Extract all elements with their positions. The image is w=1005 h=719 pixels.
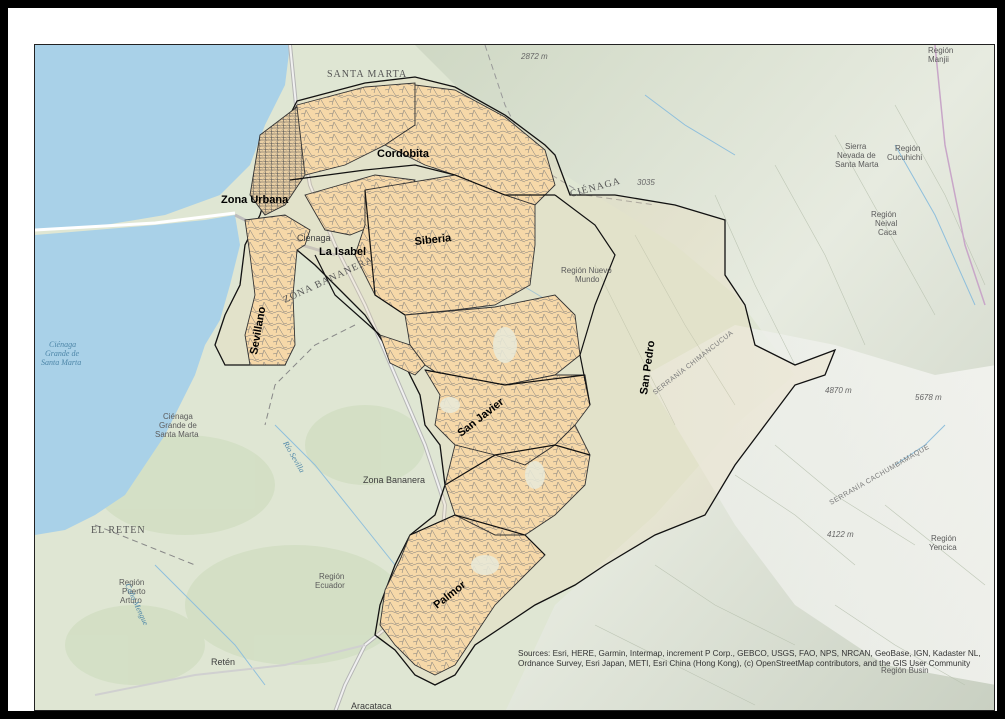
zone-label-siberia: Siberia [414,232,453,248]
zone-la-isabel-area [379,334,426,376]
barrier-road [35,211,236,232]
map-attribution: Sources: Esri, HERE, Garmin, Intermap, i… [518,649,981,668]
zone-siberia-area [354,174,536,316]
label-reten: Retén [211,657,235,667]
roads [94,45,986,710]
label-elev-4122: 4122 m [827,530,854,539]
terrain-hatching [594,104,986,706]
zone-sevillano-area [244,214,311,366]
zone-urbana-area [249,106,306,216]
cienaga-grande-lagoon [35,215,240,535]
zone-label-cordobita: Cordobita [377,148,430,160]
parcel-voids [440,327,545,575]
label-elev-2872: 2872 m [520,52,548,61]
label-zona-bananera: Zona Bananera [363,475,425,485]
label-region-busin: Región Busin [881,666,929,675]
label-aracataca: Aracataca [351,701,392,711]
zone-label-zona-urbana: Zona Urbana [221,194,289,206]
caribbean-sea [35,45,290,230]
label-santa-marta: SANTA MARTA [327,69,407,80]
label-elev-5678: 5678 m [915,393,942,402]
high-mountains [645,325,994,685]
zone-palmor-area [379,514,546,676]
zone-boundaries [289,164,616,556]
label-elev-4870: 4870 m [825,386,852,395]
label-elev-3035: 3035 [637,178,655,187]
parcel-zones [244,82,591,676]
zone-label-la-isabel: La Isabel [319,246,366,258]
label-cienaga-town: Ciénaga [297,233,331,243]
label-el-reten: EL RETEN [91,525,146,536]
